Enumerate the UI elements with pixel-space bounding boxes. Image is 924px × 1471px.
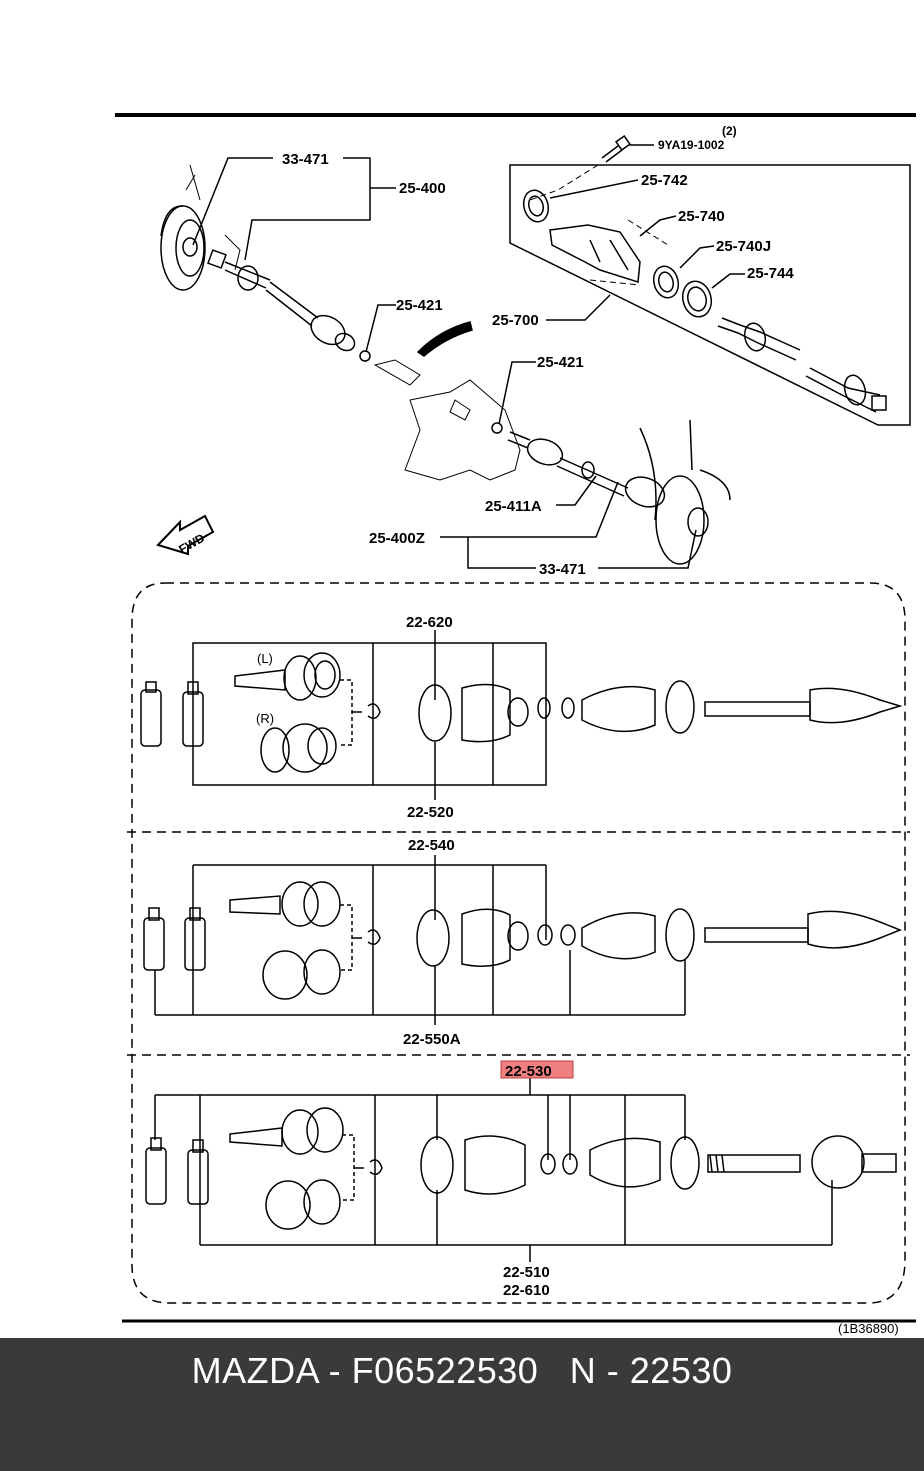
parts-diagram: 33-471 25-400 (2) 9YA19-1002 25-742 25-7…	[115, 113, 916, 1336]
seal-25-742	[522, 179, 639, 223]
circlip-25-421-a	[359, 350, 371, 362]
label-25-400: 25-400	[399, 180, 446, 197]
reference-code: (1B36890)	[838, 1321, 899, 1336]
label-22-610: 22-610	[503, 1282, 550, 1299]
label-25-421-b: 25-421	[537, 354, 584, 371]
seal-25-744	[681, 273, 745, 318]
label-22-620: 22-620	[406, 614, 453, 631]
label-25-700: 25-700	[492, 312, 539, 329]
assembly-box-25-700	[509, 164, 911, 426]
label-left-mark: (L)	[257, 651, 273, 666]
direction-arrow	[416, 321, 473, 357]
label-22-530: 22-530	[505, 1063, 552, 1080]
label-fwd: FWD	[176, 531, 207, 557]
fwd-arrow-icon	[156, 514, 215, 556]
label-9ya19-1002: 9YA19-1002	[658, 138, 725, 152]
right-hub	[639, 419, 731, 565]
label-25-411a: 25-411A	[485, 498, 542, 515]
intermediate-shaft	[717, 317, 887, 413]
label-22-550a: 22-550A	[403, 1031, 461, 1048]
variant-1	[140, 630, 903, 800]
label-9ya19-qty: (2)	[722, 124, 737, 138]
label-33-471-top: 33-471	[282, 151, 329, 168]
label-25-740j: 25-740J	[716, 238, 771, 255]
label-25-421-a: 25-421	[396, 297, 443, 314]
part-number-caption: MAZDA - F06522530 N - 22530	[191, 1350, 733, 1391]
label-33-471-bottom: 33-471	[539, 561, 586, 578]
label-22-520: 22-520	[407, 804, 454, 821]
variants-enclosure	[131, 582, 906, 1304]
footer-bar: MAZDA - F06522530 N - 22530	[0, 1338, 924, 1471]
right-driveshaft	[507, 431, 666, 508]
label-25-744: 25-744	[747, 265, 794, 282]
bracket-25-740	[549, 215, 677, 283]
bolt-9ya19-1002	[601, 134, 654, 163]
label-22-540: 22-540	[408, 837, 455, 854]
variant-3	[145, 1078, 897, 1262]
transaxle-outline	[373, 359, 521, 481]
left-driveshaft	[207, 249, 356, 352]
left-hub	[160, 205, 206, 291]
label-right-mark: (R)	[256, 711, 274, 726]
label-25-740: 25-740	[678, 208, 725, 225]
knuckle-left-outline	[185, 164, 241, 271]
circlip-25-421-b	[491, 422, 503, 434]
variant-2	[143, 855, 903, 1025]
label-25-400z: 25-400Z	[369, 530, 425, 547]
bearing-25-740j	[652, 245, 715, 299]
label-22-510: 22-510	[503, 1264, 550, 1281]
highlight-22-530	[500, 1060, 574, 1079]
label-25-742: 25-742	[641, 172, 688, 189]
